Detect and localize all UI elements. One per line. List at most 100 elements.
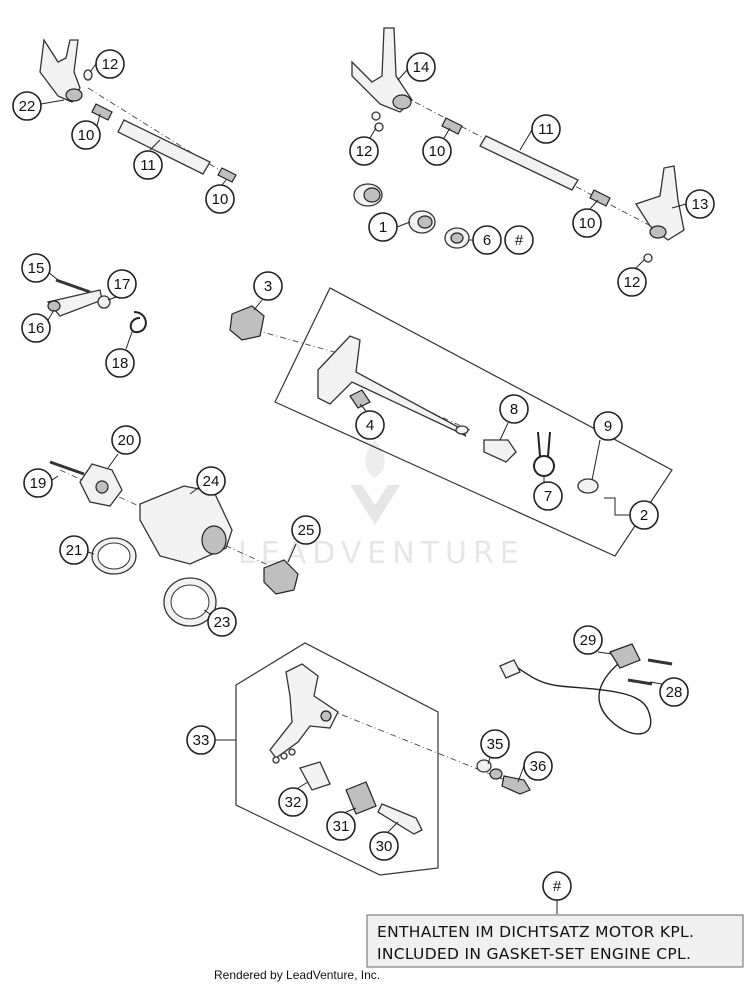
callout-11: 11	[133, 150, 163, 180]
callout-24: 24	[196, 466, 226, 496]
callout-36: 36	[523, 751, 553, 781]
callout-25: 25	[291, 515, 321, 545]
guide-8	[483, 439, 517, 463]
bushing-17	[97, 295, 111, 309]
callout-3: 3	[253, 271, 283, 301]
callout-circle	[23, 468, 53, 498]
callout-label: 14	[413, 59, 430, 76]
shift-shaft	[317, 335, 469, 437]
callout-hash: #	[504, 225, 534, 255]
callout-circle	[253, 271, 283, 301]
callout-11: 11	[531, 114, 561, 144]
callout-label: 21	[66, 542, 83, 559]
callout-circle	[349, 136, 379, 166]
gasket-set-note: ENTHALTEN IM DICHTSATZ MOTOR KPL. INCLUD…	[366, 914, 744, 968]
spring-10-right	[589, 189, 611, 207]
callout-circle	[95, 49, 125, 79]
callout-circle	[278, 787, 308, 817]
callout-circle	[472, 225, 502, 255]
roller-12-middle	[371, 111, 381, 121]
watermark-logo-icon	[350, 485, 400, 525]
shift-fork-13	[635, 165, 685, 241]
shift-lever-33	[269, 663, 339, 764]
seal-ring-6	[444, 227, 470, 249]
callout-label: 36	[530, 758, 547, 775]
spring-7	[533, 431, 555, 477]
callout-circle	[499, 394, 529, 424]
bolt-30	[377, 803, 423, 835]
callout-hash: #	[542, 871, 572, 901]
shift-fork-22	[39, 38, 83, 103]
watermark-flame-icon	[365, 440, 385, 478]
callout-circle	[629, 500, 659, 530]
callout-circle	[205, 184, 235, 214]
callout-label: 28	[666, 684, 683, 701]
callout-circle	[12, 91, 42, 121]
callout-circle	[186, 725, 216, 755]
callout-circle	[573, 625, 603, 655]
callout-20: 20	[111, 425, 141, 455]
leadventure-watermark: LEADVENTURE	[238, 440, 519, 571]
lever-roller-16	[47, 300, 61, 312]
spring-4	[349, 389, 371, 409]
callout-label: 18	[112, 355, 129, 372]
spring-10-left-end	[217, 167, 237, 183]
callout-circle	[133, 150, 163, 180]
callout-label: 24	[203, 473, 220, 490]
callout-12: 12	[617, 267, 647, 297]
callout-10: 10	[205, 184, 235, 214]
callout-circle	[617, 267, 647, 297]
shift-star-20	[79, 463, 123, 507]
callout-12: 12	[349, 136, 379, 166]
callout-label: 33	[193, 732, 210, 749]
roller-12-top-left	[83, 69, 93, 81]
callout-label: 31	[333, 818, 350, 835]
shift-drum-24	[139, 485, 233, 565]
callout-circle	[685, 189, 715, 219]
callout-circle	[531, 114, 561, 144]
callout-circle	[542, 871, 572, 901]
callout-label: 23	[214, 614, 231, 631]
callout-label: 13	[692, 196, 709, 213]
callout-8: 8	[499, 394, 529, 424]
callout-label: 25	[298, 522, 315, 539]
callout-circle	[355, 410, 385, 440]
callout-circle	[504, 225, 534, 255]
spring-10-middle	[441, 117, 463, 135]
callout-12: 12	[95, 49, 125, 79]
bearing-25	[263, 559, 299, 595]
callout-label: 12	[102, 56, 119, 73]
spring-10-left	[91, 103, 113, 121]
callout-label: 12	[356, 143, 373, 160]
callout-label: #	[553, 878, 562, 895]
callout-label: 10	[212, 191, 229, 208]
spring-18	[129, 311, 147, 334]
callout-label: 30	[376, 838, 393, 855]
callout-6: 6	[472, 225, 502, 255]
callout-label: 7	[544, 488, 552, 505]
callout-35: 35	[480, 729, 510, 759]
callout-9: 9	[593, 411, 623, 441]
callout-circle	[368, 212, 398, 242]
washer-9	[577, 478, 599, 494]
screw-28-top	[647, 658, 673, 666]
callout-15: 15	[21, 253, 51, 283]
callout-7: 7	[533, 481, 563, 511]
callout-label: 3	[264, 278, 272, 295]
roller-12-middle-b	[374, 122, 384, 132]
callout-16: 16	[21, 313, 51, 343]
note-line-english: INCLUDED IN GASKET-SET ENGINE CPL.	[377, 945, 691, 963]
callout-17: 17	[107, 269, 137, 299]
rendered-by-credit: Rendered by LeadVenture, Inc.	[214, 968, 381, 982]
callout-13: 13	[685, 189, 715, 219]
callout-32: 32	[278, 787, 308, 817]
callout-circle	[523, 751, 553, 781]
callout-10: 10	[572, 208, 602, 238]
fork-shaft-11-left	[117, 119, 211, 175]
callout-label: 16	[28, 320, 45, 337]
callout-2: 2	[629, 500, 659, 530]
callout-circle	[480, 729, 510, 759]
callout-label: 1	[379, 219, 387, 236]
screw-19	[49, 460, 85, 476]
